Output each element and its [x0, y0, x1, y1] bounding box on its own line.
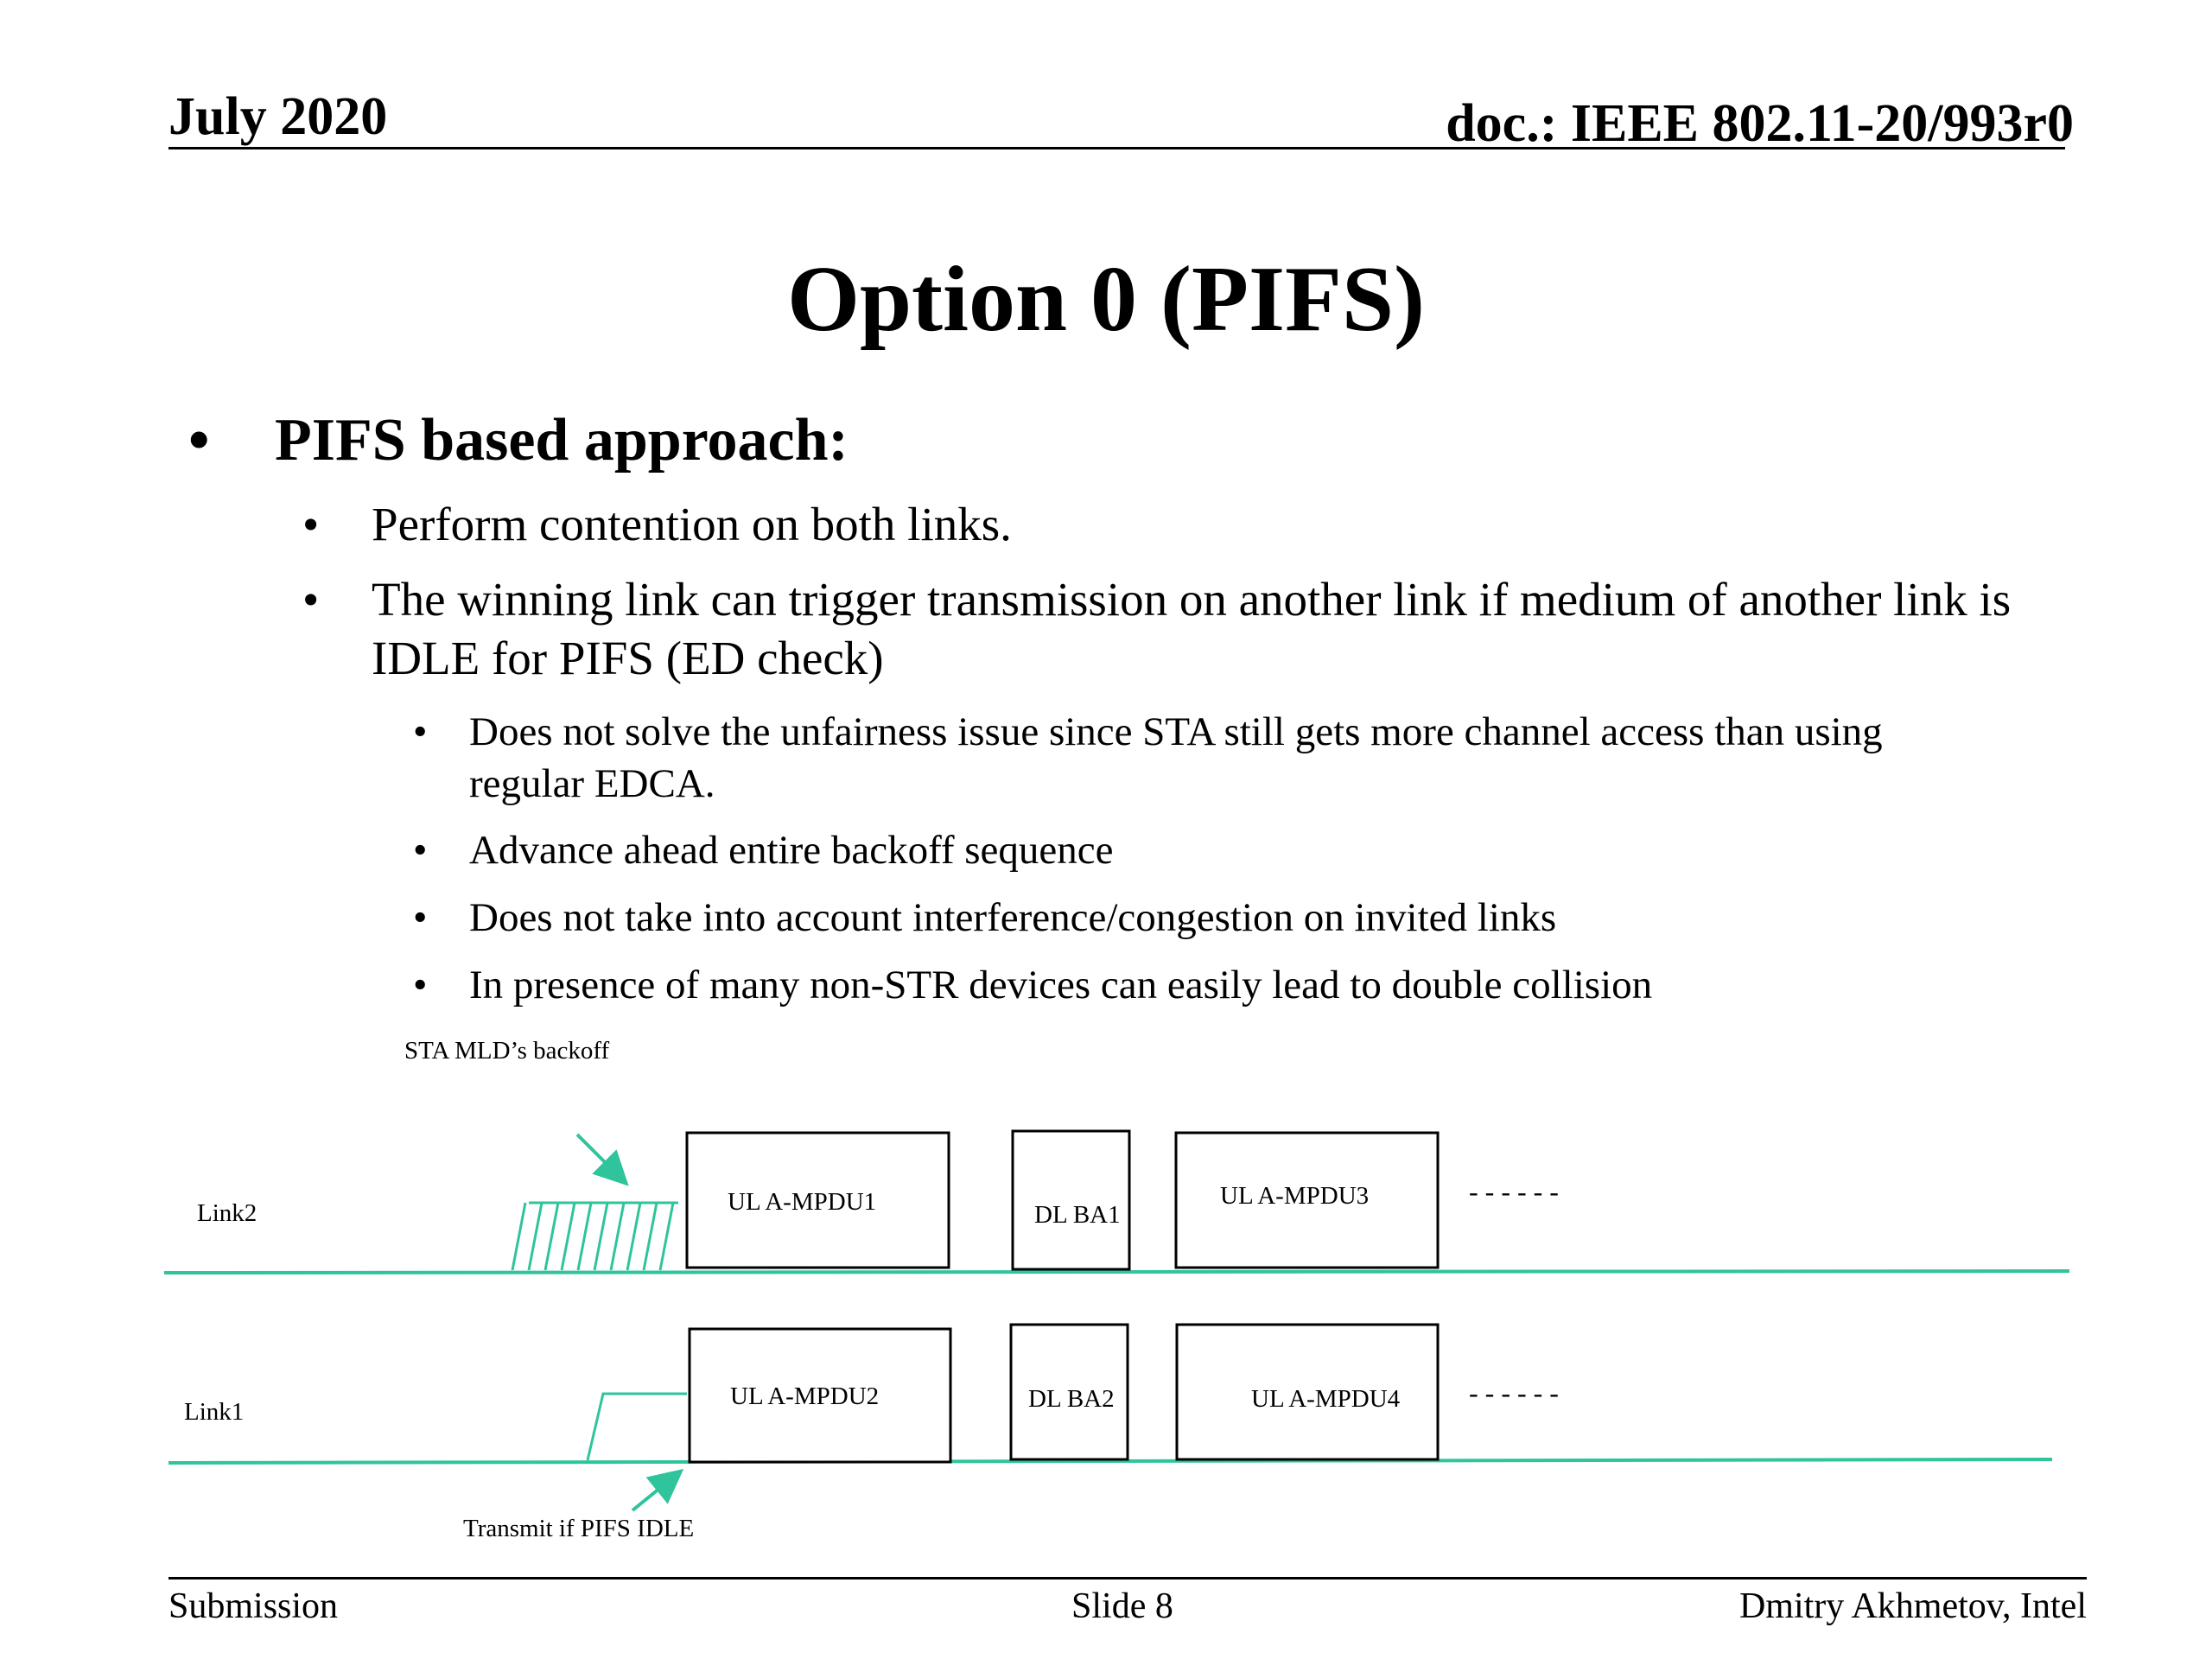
frame-label: UL A-MPDU1	[728, 1188, 876, 1216]
link1-line	[168, 1458, 2053, 1465]
link1-continuation: ------	[1469, 1377, 1566, 1408]
frame-dl-ba2	[1009, 1323, 1129, 1461]
footer-author: Dmitry Akhmetov, Intel	[1738, 1586, 2087, 1626]
frame-ul-ampdu4	[1175, 1323, 1440, 1461]
footer-divider	[168, 1577, 2087, 1580]
bullet-sub-2-line2: IDLE for PIFS (ED check)	[372, 632, 884, 684]
bullet-main: PIFS based approach:	[275, 407, 849, 474]
footer-slide-number: Slide 8	[1071, 1586, 1173, 1626]
frame-ul-ampdu2	[688, 1327, 952, 1464]
header-doc-id: doc.: IEEE 802.11-20/993r0	[1446, 94, 2074, 153]
header-date: July 2020	[168, 87, 388, 146]
frame-label: DL BA1	[1034, 1201, 1121, 1229]
link2-label: Link2	[197, 1199, 257, 1227]
bullet-marker: •	[413, 709, 428, 754]
backoff-label: STA MLD’s backoff	[404, 1037, 610, 1065]
bullet-subsub-2: Advance ahead entire backoff sequence	[469, 828, 1114, 873]
bullet-marker: •	[302, 498, 320, 550]
frame-label: DL BA2	[1028, 1385, 1115, 1413]
bullet-sub-1: Perform contention on both links.	[372, 498, 1012, 550]
pifs-label: Transmit if PIFS IDLE	[463, 1515, 694, 1542]
bullet-subsub-1-line2: regular EDCA.	[469, 761, 715, 806]
link2-continuation: ------	[1469, 1176, 1566, 1207]
bullet-marker: •	[413, 828, 428, 873]
bullet-subsub-4: In presence of many non-STR devices can …	[469, 963, 1653, 1007]
slide-title: Option 0 (PIFS)	[786, 248, 1426, 351]
header-divider	[168, 147, 2065, 149]
bullet-marker: •	[413, 963, 428, 1007]
frame-ul-ampdu1	[685, 1131, 950, 1269]
bullet-subsub-1-line1: Does not solve the unfairness issue sinc…	[469, 709, 1883, 754]
frame-dl-ba1	[1011, 1129, 1131, 1271]
frame-label: UL A-MPDU4	[1251, 1385, 1401, 1413]
pifs-arrow	[631, 1468, 684, 1512]
link2-line	[163, 1269, 2070, 1274]
backoff-hatch	[511, 1201, 678, 1271]
bullet-marker: •	[188, 407, 210, 474]
link1-label: Link1	[184, 1398, 244, 1426]
bullet-marker: •	[413, 895, 428, 940]
bullet-marker: •	[302, 573, 320, 626]
footer-submission: Submission	[168, 1586, 339, 1626]
frame-ul-ampdu3	[1174, 1131, 1440, 1269]
backoff-arrow	[575, 1133, 629, 1186]
frame-label: UL A-MPDU2	[730, 1382, 879, 1410]
frame-label: UL A-MPDU3	[1220, 1182, 1369, 1210]
bullet-subsub-3: Does not take into account interference/…	[469, 895, 1557, 940]
bullet-sub-2-line1: The winning link can trigger transmissio…	[372, 573, 2012, 626]
pifs-ramp	[586, 1392, 687, 1461]
